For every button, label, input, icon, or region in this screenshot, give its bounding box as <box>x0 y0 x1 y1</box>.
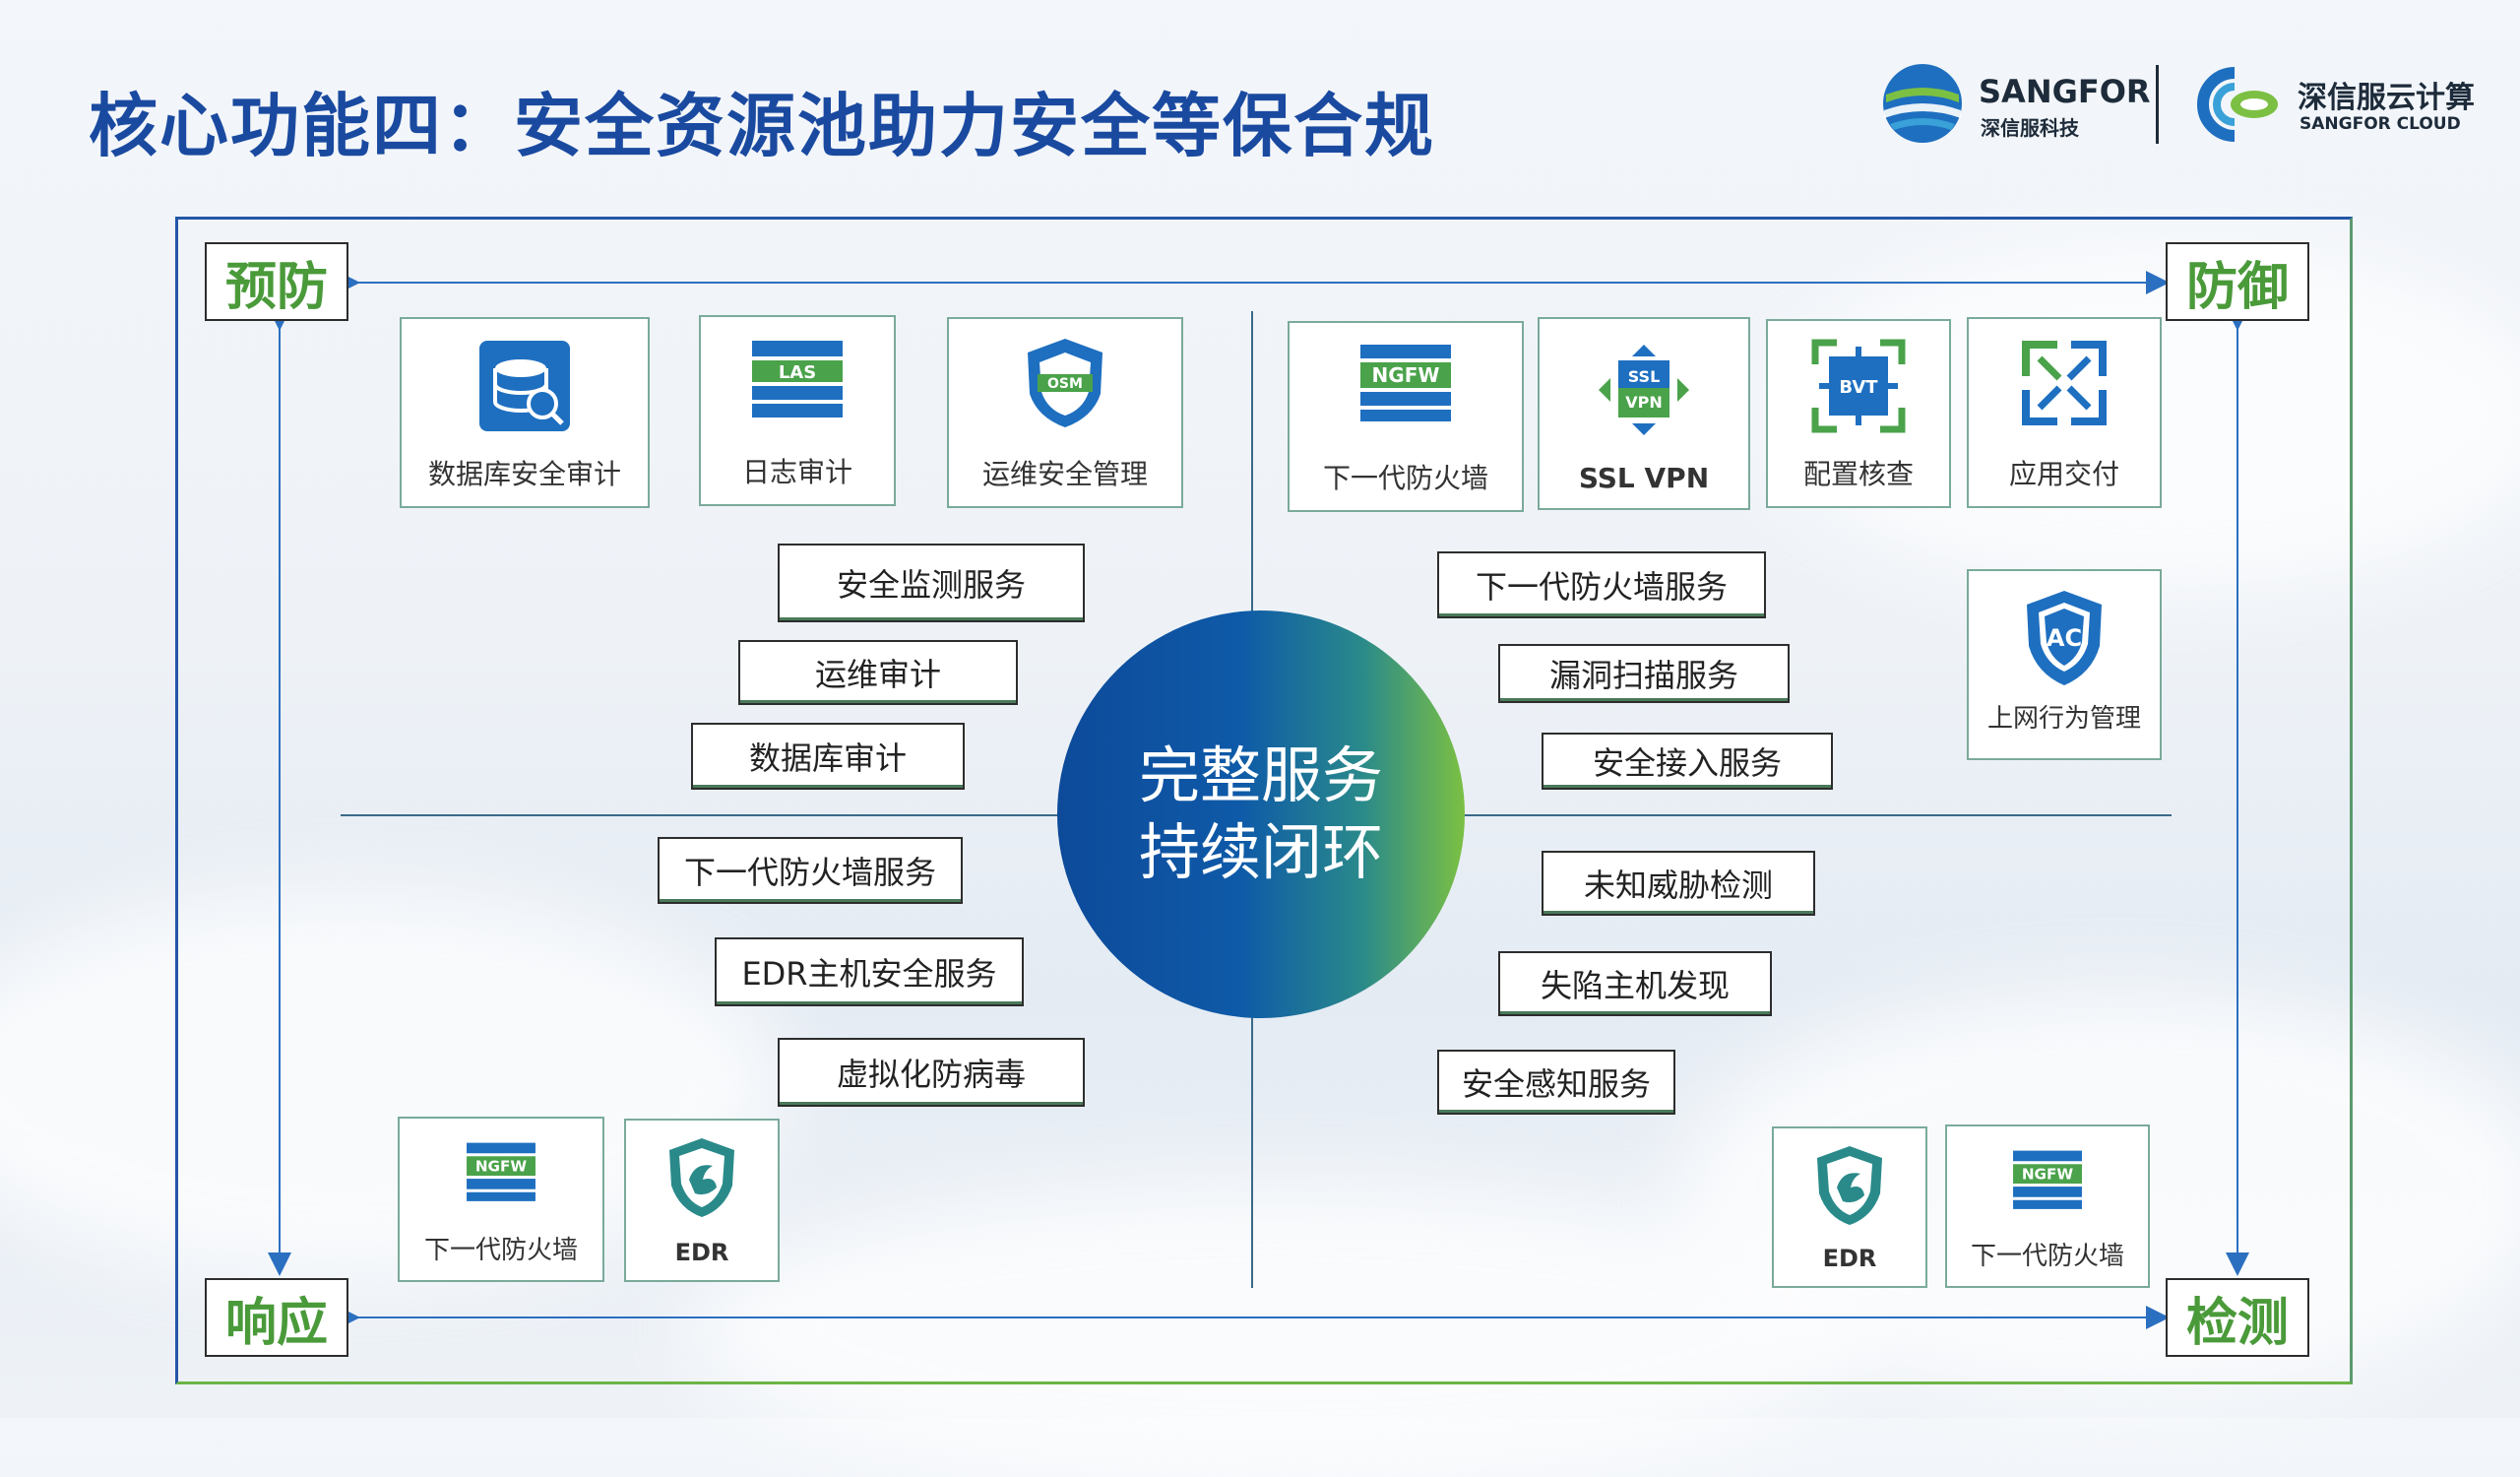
service-ops-audit[interactable]: 运维审计 <box>738 640 1018 705</box>
edr-shield-icon <box>1817 1146 1882 1225</box>
vpn-badge: VPN <box>1625 393 1663 412</box>
sangfor-sub: 深信服科技 <box>1981 116 2079 140</box>
card-label: 下一代防火墙 <box>1970 1242 2124 1271</box>
service-database-audit[interactable]: 数据库审计 <box>691 723 965 790</box>
edr-shield-icon <box>669 1138 734 1217</box>
ngfw-badge: NGFW <box>1372 363 1440 387</box>
card-ngfw-bottom-left[interactable]: NGFW 下一代防火墙 <box>398 1117 604 1282</box>
sangfor-cloud-logo: 深信服云计算 SANGFOR CLOUD <box>2187 61 2492 150</box>
card-edr-bottom-left[interactable]: EDR <box>624 1119 780 1282</box>
osm-badge: OSM <box>1047 376 1083 392</box>
corner-defend: 防御 <box>2166 242 2309 321</box>
card-bvt[interactable]: BVT 配置核查 <box>1766 319 1951 508</box>
card-label: 应用交付 <box>2008 458 2119 490</box>
card-label: 数据库安全审计 <box>427 458 621 490</box>
page-title: 核心功能四：安全资源池助力安全等保合规 <box>89 86 1435 166</box>
ssl-badge: SSL <box>1628 367 1661 386</box>
bvt-badge: BVT <box>1839 377 1878 398</box>
service-unknown-threat[interactable]: 未知威胁检测 <box>1542 851 1815 916</box>
corner-respond: 响应 <box>205 1278 348 1357</box>
service-security-monitoring[interactable]: 安全监测服务 <box>778 544 1085 622</box>
ngfw-badge: NGFW <box>2022 1165 2074 1183</box>
cloud-logo-icon <box>2197 67 2278 142</box>
card-log-audit[interactable]: LAS 日志审计 <box>699 315 896 506</box>
card-ssl-vpn[interactable]: SSL VPN SSL VPN <box>1538 317 1750 510</box>
service-edr-host[interactable]: EDR主机安全服务 <box>715 937 1024 1006</box>
card-edr-bottom-right[interactable]: EDR <box>1772 1126 1927 1288</box>
bvt-icon: BVT <box>1811 339 1906 433</box>
ngfw-badge: NGFW <box>475 1157 528 1175</box>
sangfor-name: SANGFOR <box>1979 73 2151 110</box>
card-label: 运维安全管理 <box>981 458 1148 490</box>
card-ac[interactable]: AC 上网行为管理 <box>1967 569 2162 760</box>
ngfw-icon: NGFW <box>467 1142 536 1201</box>
card-label: 下一代防火墙 <box>1322 462 1488 494</box>
osm-icon: OSM <box>1028 339 1102 427</box>
app-delivery-icon <box>2022 341 2107 425</box>
ac-shield-icon: AC <box>2027 591 2102 685</box>
card-osm[interactable]: OSM 运维安全管理 <box>947 317 1183 508</box>
ngfw-icon: NGFW <box>1360 345 1451 421</box>
las-icon: LAS <box>752 341 843 417</box>
database-audit-icon <box>479 341 570 431</box>
corner-prevent: 预防 <box>205 242 348 321</box>
card-ngfw-bottom-right[interactable]: NGFW 下一代防火墙 <box>1945 1124 2150 1288</box>
cloud-logo-sub: SANGFOR CLOUD <box>2300 114 2461 134</box>
card-ngfw-top[interactable]: NGFW 下一代防火墙 <box>1288 321 1524 512</box>
center-circle: 完整服务 持续闭环 <box>1057 610 1465 1018</box>
card-label: 日志审计 <box>741 456 852 488</box>
card-database-audit[interactable]: 数据库安全审计 <box>400 317 650 508</box>
logo-divider <box>2156 65 2159 144</box>
card-label: 上网行为管理 <box>1986 704 2141 734</box>
center-line1: 完整服务 <box>1138 739 1383 811</box>
ssl-vpn-icon: SSL VPN <box>1599 345 1689 435</box>
card-label: EDR <box>1822 1245 1877 1272</box>
corner-detect: 检测 <box>2166 1278 2309 1357</box>
diagram-frame <box>175 217 2353 1384</box>
service-ngfw-bottom-left[interactable]: 下一代防火墙服务 <box>658 837 963 904</box>
service-ngfw-top-right[interactable]: 下一代防火墙服务 <box>1437 551 1766 618</box>
card-app-delivery[interactable]: 应用交付 <box>1967 317 2162 508</box>
ac-badge: AC <box>2047 624 2082 652</box>
las-badge: LAS <box>779 362 816 383</box>
service-vuln-scan[interactable]: 漏洞扫描服务 <box>1498 644 1790 703</box>
ngfw-icon: NGFW <box>2013 1150 2082 1209</box>
service-secure-access[interactable]: 安全接入服务 <box>1542 733 1833 790</box>
card-label: 配置核查 <box>1802 458 1914 490</box>
cloud-logo-name: 深信服云计算 <box>2298 81 2475 115</box>
card-label: 下一代防火墙 <box>423 1236 578 1265</box>
card-label: EDR <box>674 1239 729 1266</box>
service-security-awareness[interactable]: 安全感知服务 <box>1437 1050 1675 1115</box>
service-virtual-antivirus[interactable]: 虚拟化防病毒 <box>778 1038 1085 1107</box>
card-label: SSL VPN <box>1578 462 1710 494</box>
sangfor-logo: SANGFOR 深信服科技 <box>1880 61 2151 150</box>
service-compromised-host[interactable]: 失陷主机发现 <box>1498 951 1772 1016</box>
sangfor-globe-icon <box>1883 64 1962 143</box>
center-line2: 持续闭环 <box>1138 816 1383 888</box>
